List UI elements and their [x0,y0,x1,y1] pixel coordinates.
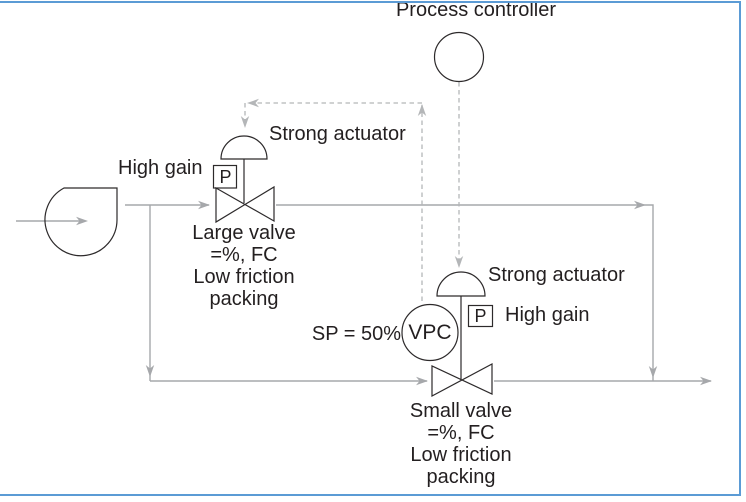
outlet-arrow-icon [700,376,712,386]
small-valve-body-icon [431,363,493,397]
large-valve-body-icon [215,185,275,224]
signal-up-arrow-icon [417,104,427,116]
vpc-label: VPC [408,321,452,344]
strong-actuator-bottom-label: Strong actuator [488,264,625,286]
large-valve-caption-line: =%, FC [210,244,278,266]
to-large-valve-arrow-icon [198,200,210,210]
frame-border-right [739,1,741,496]
process-controller-symbol [433,31,485,83]
large-valve-caption-line: packing [209,288,279,310]
large-valve-caption-line: Low friction [193,266,295,288]
large-valve-caption-line: Large valve [192,222,296,244]
setpoint-label: SP = 50% [311,323,401,345]
large-positioner-label: P [219,167,232,187]
signal-lines [240,82,464,301]
main-flow-line-upper [276,204,654,381]
strong-actuator-top-label: Strong actuator [269,123,406,145]
large-positioner-box [212,164,238,189]
to-small-valve-arrow-icon [416,376,428,386]
pump-body-icon [44,187,118,257]
small-valve-caption-line: Small valve [409,400,513,422]
flow-lines [16,200,712,386]
small-valve-caption: Small valve =%, FC Low friction packing [410,400,512,488]
small-positioner-box [467,304,494,328]
small-valve-caption-line: packing [426,466,496,488]
high-gain-top-label: High gain [118,157,203,179]
large-valve-symbol [212,135,275,224]
branch-down-arrow-icon [145,365,155,377]
inlet-arrow-icon [76,216,88,226]
signal-drop-arrow-icon [240,116,250,128]
pump-symbol [44,187,118,257]
small-valve-caption-line: Low friction [410,444,512,466]
vpc-controller-symbol [401,303,459,362]
small-valve-caption-line: =%, FC [427,422,495,444]
high-gain-bottom-label: High gain [505,304,590,326]
signal-left-arrow-icon [247,98,259,108]
large-valve-caption: Large valve =%, FC Low friction packing [192,222,295,310]
small-valve-symbol [431,271,494,397]
upper-line-arrow-icon [634,200,646,210]
small-actuator-dome-icon [436,271,486,297]
frame-border-bottom [0,494,741,496]
down-join-arrow-icon [648,366,658,378]
frame-border-top [0,1,741,3]
signal-down-arrow-icon [454,256,464,268]
large-actuator-dome-icon [220,135,268,160]
small-positioner-label: P [474,306,487,326]
process-controller-label: Process controller [395,0,557,21]
